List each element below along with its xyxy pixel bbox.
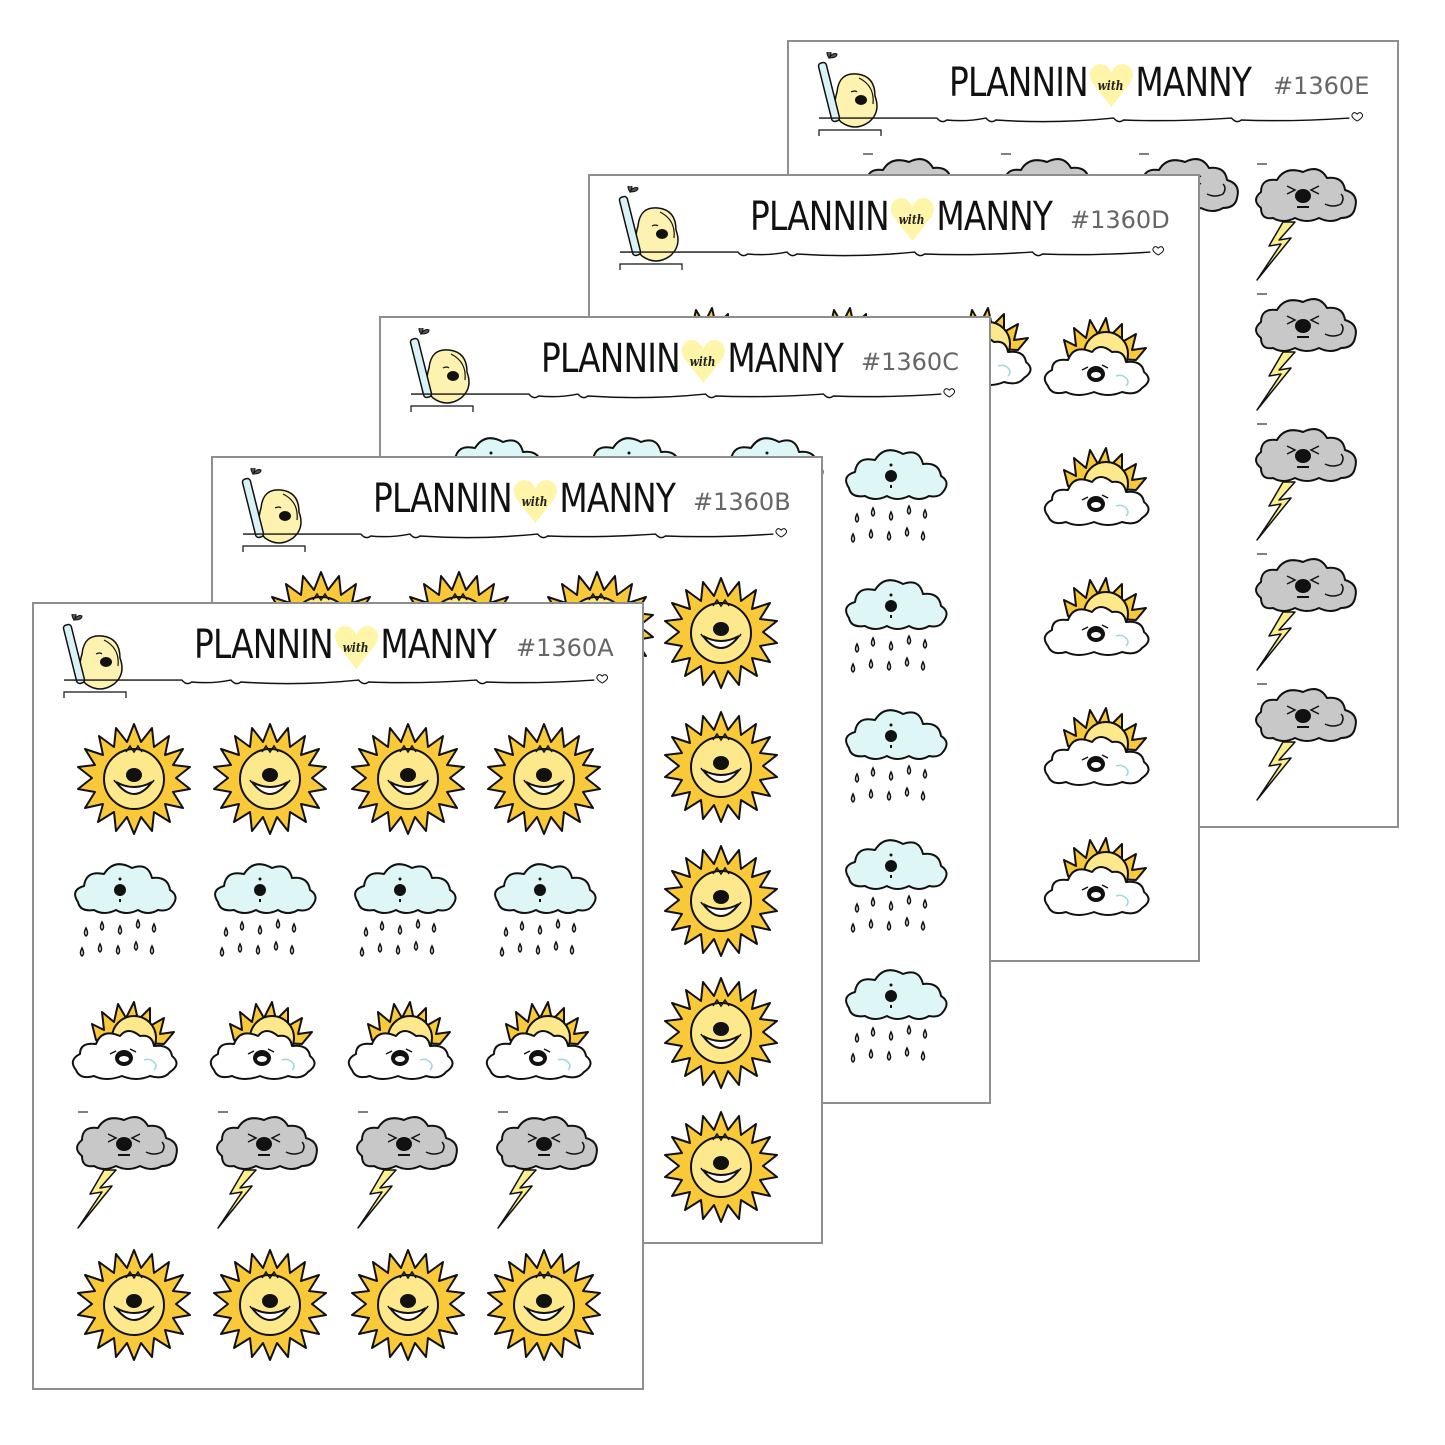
rain-cloud-icon <box>344 854 464 974</box>
smiling-sun-icon <box>661 974 781 1094</box>
sheet-code: #1360D <box>1070 206 1170 234</box>
storm-cloud-icon <box>66 1110 186 1230</box>
brand-logo: PLANNIN with MANNY <box>373 476 676 523</box>
smiling-sun-icon <box>348 720 468 840</box>
rain-cloud-icon <box>64 854 184 974</box>
storm-cloud-icon <box>1245 292 1365 412</box>
partly-sunny-icon <box>1038 426 1158 546</box>
sheet-header: PLANNIN with MANNY #1360A <box>34 604 642 714</box>
smiling-sun-icon <box>74 1246 194 1366</box>
brand-part2: MANNY <box>1135 60 1252 106</box>
rain-cloud-icon <box>484 854 604 974</box>
partly-sunny-icon <box>204 980 324 1100</box>
brand-with: with <box>898 213 925 228</box>
partly-sunny-icon <box>66 980 186 1100</box>
partly-sunny-icon <box>342 980 462 1100</box>
rain-cloud-icon <box>835 700 955 820</box>
brand-part1: PLANNIN <box>949 60 1089 106</box>
partly-sunny-icon <box>1038 816 1158 936</box>
brand-logo: PLANNIN with MANNY <box>949 60 1252 107</box>
brand-part2: MANNY <box>559 476 676 522</box>
heart-icon: with <box>889 198 937 241</box>
storm-cloud-icon <box>1245 162 1365 282</box>
heart-icon: with <box>512 480 560 523</box>
sheet-header: PLANNIN with MANNY #1360E <box>789 42 1397 152</box>
smiling-sun-icon <box>484 720 604 840</box>
storm-cloud-icon <box>1245 422 1365 542</box>
wavy-divider <box>819 108 1369 134</box>
heart-icon: with <box>680 340 728 383</box>
rain-cloud-icon <box>835 960 955 1080</box>
wavy-divider <box>243 524 793 550</box>
partly-sunny-icon <box>1038 686 1158 806</box>
heart-icon: with <box>1088 64 1136 107</box>
brand-part1: PLANNIN <box>373 476 513 522</box>
brand-logo: PLANNIN with MANNY <box>541 336 844 383</box>
smiling-sun-icon <box>210 1246 330 1366</box>
rain-cloud-icon <box>835 830 955 950</box>
smiling-sun-icon <box>661 842 781 962</box>
wavy-divider <box>620 242 1170 268</box>
brand-logo: PLANNIN with MANNY <box>750 194 1053 241</box>
smiling-sun-icon <box>484 1246 604 1366</box>
smiling-sun-icon <box>348 1246 468 1366</box>
storm-cloud-icon <box>206 1110 326 1230</box>
smiling-sun-icon <box>210 720 330 840</box>
sheet-header: PLANNIN with MANNY #1360D <box>590 176 1198 286</box>
sheet-header: PLANNIN with MANNY #1360B <box>213 458 821 568</box>
partly-sunny-icon <box>1038 296 1158 416</box>
storm-cloud-icon <box>1245 552 1365 672</box>
smiling-sun-icon <box>661 574 781 694</box>
brand-part2: MANNY <box>936 194 1053 240</box>
storm-cloud-icon <box>486 1110 606 1230</box>
brand-part1: PLANNIN <box>541 336 681 382</box>
rain-cloud-icon <box>835 440 955 560</box>
smiling-sun-icon <box>74 720 194 840</box>
sheet-code: #1360C <box>861 348 959 376</box>
wavy-divider <box>411 384 961 410</box>
brand-with: with <box>521 495 548 510</box>
partly-sunny-icon <box>1038 556 1158 676</box>
brand-part1: PLANNIN <box>750 194 890 240</box>
sheet-code: #1360A <box>516 634 614 662</box>
wavy-divider <box>64 670 614 696</box>
brand-with: with <box>689 355 716 370</box>
sticker-sheet-1360a: PLANNIN with MANNY #1360A <box>32 602 644 1390</box>
smiling-sun-icon <box>661 1108 781 1228</box>
brand-part2: MANNY <box>727 336 844 382</box>
sheet-header: PLANNIN with MANNY #1360C <box>381 318 989 428</box>
smiling-sun-icon <box>661 708 781 828</box>
storm-cloud-icon <box>346 1110 466 1230</box>
brand-logo: PLANNIN with MANNY <box>194 622 497 669</box>
rain-cloud-icon <box>204 854 324 974</box>
brand-part2: MANNY <box>380 622 497 668</box>
sheet-code: #1360B <box>693 488 791 516</box>
brand-with: with <box>342 641 369 656</box>
sheet-code: #1360E <box>1273 72 1370 100</box>
rain-cloud-icon <box>835 570 955 690</box>
heart-icon: with <box>333 626 381 669</box>
partly-sunny-icon <box>480 980 600 1100</box>
storm-cloud-icon <box>1245 682 1365 802</box>
brand-part1: PLANNIN <box>194 622 334 668</box>
brand-with: with <box>1097 79 1124 94</box>
